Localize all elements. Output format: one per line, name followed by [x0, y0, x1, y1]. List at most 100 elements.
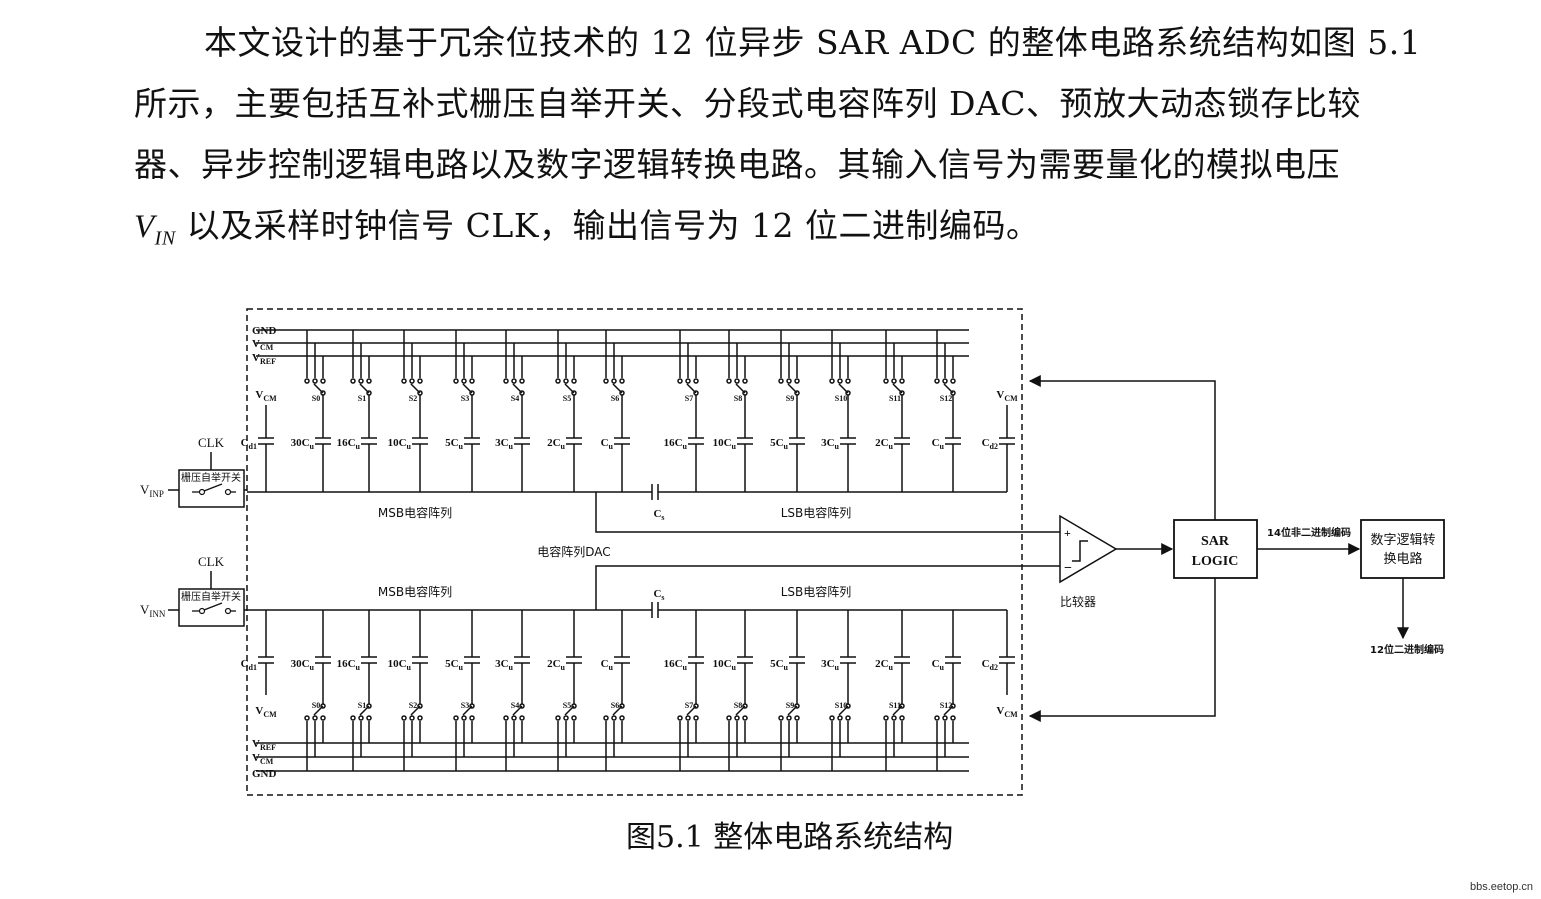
cap-cd1-bottom-vcm: VCM — [255, 705, 277, 719]
digital-converter-block: 数字逻辑转 换电路 — [1360, 519, 1445, 579]
vinn-label: VINN — [140, 602, 166, 619]
vin-symbol: VIN — [134, 209, 176, 250]
comparator: + − — [1059, 514, 1118, 584]
switch-S12-top-label: S12 — [940, 394, 952, 403]
switch-S3-top-label: S3 — [461, 394, 469, 403]
switch-S7-bottom-label: S7 — [685, 701, 693, 710]
paragraph-line-3: 器、异步控制逻辑电路以及数字逻辑转换电路。其输入信号为需要量化的模拟电压 — [134, 145, 1340, 184]
cap-6-bottom-label: Cu — [601, 658, 614, 672]
rail-label-vcm-top: VCM — [252, 338, 274, 352]
switch-S8-top-label: S8 — [734, 394, 742, 403]
cs-label-top: Cs — [653, 508, 664, 522]
figure-caption: 图5.1 整体电路系统结构 — [626, 820, 954, 855]
cap-1-top-label: 16Cu — [337, 437, 361, 451]
rail-label-vref-top: VREF — [252, 352, 276, 366]
switch-S8-bottom-label: S8 — [734, 701, 742, 710]
cap-10-bottom-label: 3Cu — [821, 658, 839, 672]
cap-6-top-label: Cu — [601, 437, 614, 451]
switch-S5-bottom-label: S5 — [563, 701, 571, 710]
switch-S0-bottom-label: S0 — [312, 701, 320, 710]
cap-9-top-label: 5Cu — [770, 437, 788, 451]
svg-text:数字逻辑转: 数字逻辑转 — [1370, 533, 1435, 548]
cap-8-top-label: 10Cu — [713, 437, 737, 451]
cap-11-top-label: 2Cu — [875, 437, 893, 451]
lsb-array-label-bottom: LSB电容阵列 — [781, 584, 852, 599]
cap-5-top-label: 2Cu — [547, 437, 565, 451]
paragraph-line-2: 所示，主要包括互补式栅压自举开关、分段式电容阵列 DAC、预放大动态锁存比较 — [134, 84, 1362, 123]
switch-S11-bottom-label: S11 — [889, 701, 901, 710]
cap-3-top-label: 5Cu — [445, 437, 463, 451]
rail-label-gnd-bottom: GND — [252, 768, 277, 780]
vinp-label: VINP — [140, 482, 164, 499]
paragraph-line-4: VIN 以及采样时钟信号 CLK，输出信号为 12 位二进制编码。 — [134, 206, 1040, 250]
cap-8-bottom-label: 10Cu — [713, 658, 737, 672]
clk-label-top: CLK — [198, 435, 225, 450]
svg-text:栅压自举开关: 栅压自举开关 — [181, 471, 241, 484]
cap-1-bottom-label: 16Cu — [337, 658, 361, 672]
switch-S9-bottom-label: S9 — [786, 701, 794, 710]
switch-S4-bottom-label: S4 — [511, 701, 519, 710]
svg-text:SAR: SAR — [1201, 534, 1230, 549]
cap-12-top-label: Cu — [932, 437, 945, 451]
cap-9-bottom-label: 5Cu — [770, 658, 788, 672]
cap-0-top-label: 30Cu — [291, 437, 315, 451]
switch-S3-bottom-label: S3 — [461, 701, 469, 710]
switch-S11-top-label: S11 — [889, 394, 901, 403]
cap-cd2-top-vcm: VCM — [996, 389, 1018, 403]
switch-S5-top-label: S5 — [563, 394, 571, 403]
cap-cd2-bottom-label: Cd2 — [982, 658, 998, 672]
switch-S0-top-label: S0 — [312, 394, 320, 403]
switch-S10-top-label: S10 — [835, 394, 847, 403]
cap-2-top-label: 10Cu — [388, 437, 412, 451]
cap-0-bottom-label: 30Cu — [291, 658, 315, 672]
svg-text:LOGIC: LOGIC — [1192, 554, 1239, 569]
cap-cd2-top-label: Cd2 — [982, 437, 998, 451]
code14-label: 14位非二进制编码 — [1267, 526, 1351, 539]
cap-7-top-label: 16Cu — [664, 437, 688, 451]
paragraph-line-1: 本文设计的基于冗余位技术的 12 位异步 SAR ADC 的整体电路系统结构如图… — [204, 23, 1422, 62]
switch-S9-top-label: S9 — [786, 394, 794, 403]
svg-text:栅压自举开关: 栅压自举开关 — [181, 590, 241, 603]
output12-label: 12位二进制编码 — [1370, 643, 1444, 656]
comparator-label: 比较器 — [1060, 594, 1096, 609]
msb-array-label-bottom: MSB电容阵列 — [378, 584, 452, 599]
svg-text:+: + — [1064, 526, 1071, 540]
rail-label-vcm-bottom: VCM — [252, 752, 274, 766]
switch-S12-bottom-label: S12 — [940, 701, 952, 710]
switch-S6-top-label: S6 — [611, 394, 619, 403]
msb-array-label-top: MSB电容阵列 — [378, 505, 452, 520]
watermark: bbs.eetop.cn — [1470, 881, 1533, 893]
rail-label-vref-bottom: VREF — [252, 738, 276, 752]
lsb-array-label-top: LSB电容阵列 — [781, 505, 852, 520]
cap-cd1-top-vcm: VCM — [255, 389, 277, 403]
cs-label-bottom: Cs — [653, 588, 664, 602]
dac-label: 电容阵列DAC — [537, 544, 610, 559]
switch-S6-bottom-label: S6 — [611, 701, 619, 710]
switch-S2-top-label: S2 — [409, 394, 417, 403]
cap-cd1-bottom-label: Cd1 — [241, 658, 257, 672]
cap-10-top-label: 3Cu — [821, 437, 839, 451]
switch-S10-bottom-label: S10 — [835, 701, 847, 710]
cap-cd1-top-label: Cd1 — [241, 437, 257, 451]
cap-2-bottom-label: 10Cu — [388, 658, 412, 672]
svg-text:换电路: 换电路 — [1383, 551, 1422, 567]
cap-12-bottom-label: Cu — [932, 658, 945, 672]
sar-logic-block: SAR LOGIC — [1173, 519, 1258, 579]
cap-11-bottom-label: 2Cu — [875, 658, 893, 672]
cap-7-bottom-label: 16Cu — [664, 658, 688, 672]
bootstrap-switch-bottom: 栅压自举开关 — [178, 588, 245, 627]
svg-text:−: − — [1064, 561, 1072, 576]
rail-label-gnd-top: GND — [252, 325, 277, 337]
switch-S1-top-label: S1 — [358, 394, 366, 403]
bootstrap-switch-top: 栅压自举开关 — [178, 469, 245, 508]
switch-S2-bottom-label: S2 — [409, 701, 417, 710]
switch-S7-top-label: S7 — [685, 394, 693, 403]
cap-3-bottom-label: 5Cu — [445, 658, 463, 672]
switch-S1-bottom-label: S1 — [358, 701, 366, 710]
switch-S4-top-label: S4 — [511, 394, 519, 403]
body-paragraph: 本文设计的基于冗余位技术的 12 位异步 SAR ADC 的整体电路系统结构如图… — [134, 12, 1464, 270]
cap-4-bottom-label: 3Cu — [495, 658, 513, 672]
cap-5-bottom-label: 2Cu — [547, 658, 565, 672]
cap-4-top-label: 3Cu — [495, 437, 513, 451]
